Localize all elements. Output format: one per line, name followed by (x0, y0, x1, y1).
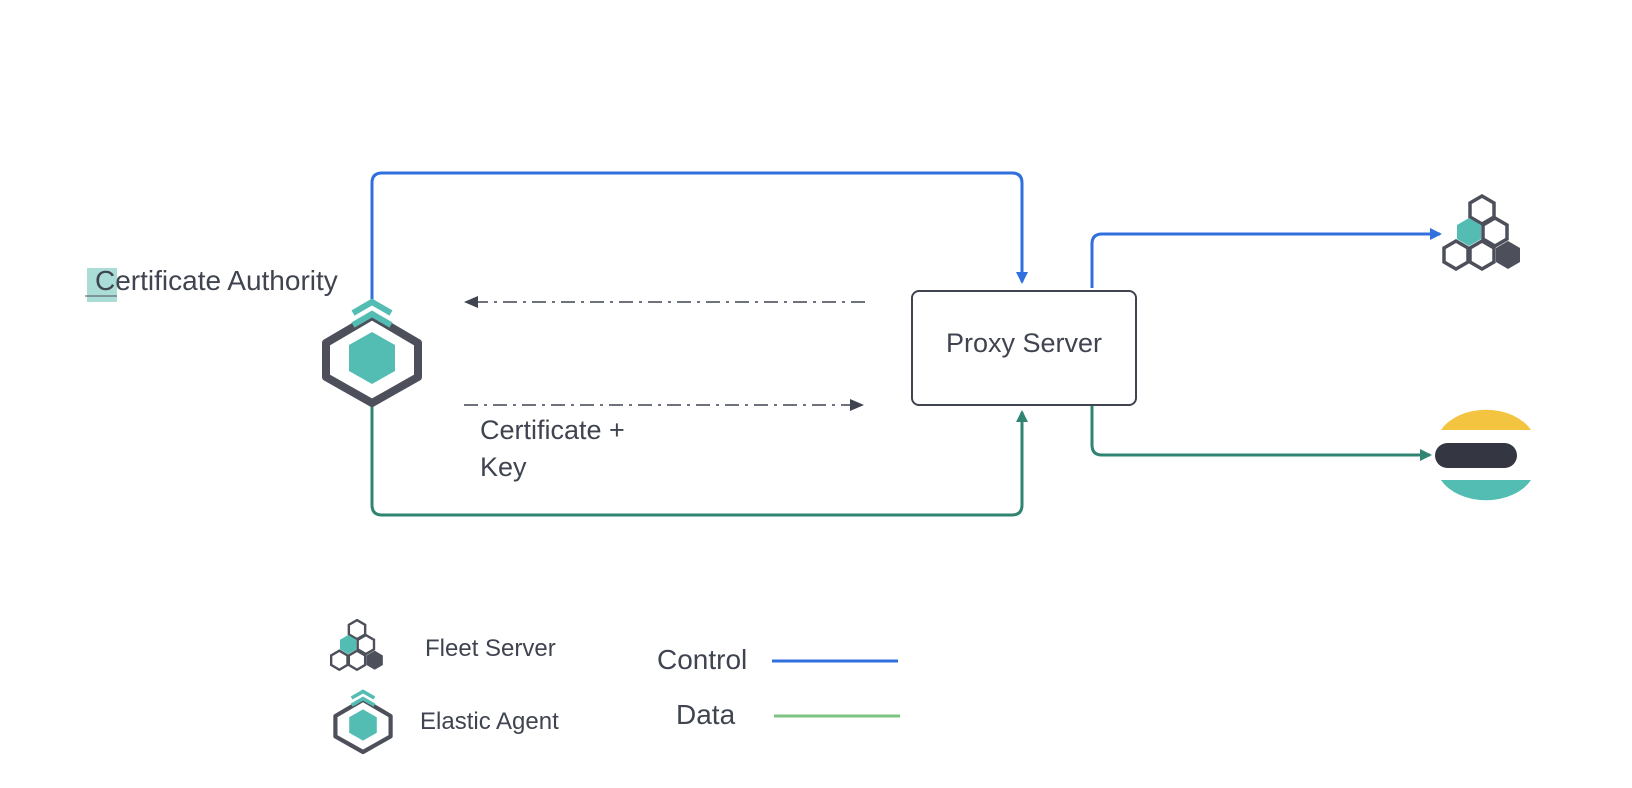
data-connector-agent-to-proxy (370, 405, 1028, 517)
cert-key-label-line1: Certificate + (480, 415, 625, 445)
legend-fleet-server-label: Fleet Server (425, 635, 556, 662)
proxy-server-node: Proxy Server (911, 290, 1137, 406)
cert-key-label-line2: Key (480, 452, 527, 482)
control-connector-proxy-to-fleet (1090, 228, 1442, 288)
legend-control-label: Control (657, 644, 747, 675)
data-connector-proxy-to-elasticsearch (1090, 405, 1432, 461)
elastic-agent-icon (322, 298, 422, 407)
legend-data-label: Data (676, 699, 736, 730)
control-connector-agent-to-proxy (370, 171, 1028, 302)
fleet-server-icon (1442, 193, 1520, 272)
legend-elastic-agent-icon (333, 689, 393, 755)
elasticsearch-icon (1435, 409, 1531, 501)
legend-fleet-server-icon (329, 618, 383, 672)
certificate-authority-label: Certificate Authority (95, 265, 338, 296)
legend: Fleet Server Elastic Agent Control Data (329, 618, 900, 755)
certificate-authority-node: Certificate Authority (85, 265, 338, 302)
legend-elastic-agent-label: Elastic Agent (420, 708, 559, 735)
proxy-server-label: Proxy Server (946, 328, 1102, 358)
